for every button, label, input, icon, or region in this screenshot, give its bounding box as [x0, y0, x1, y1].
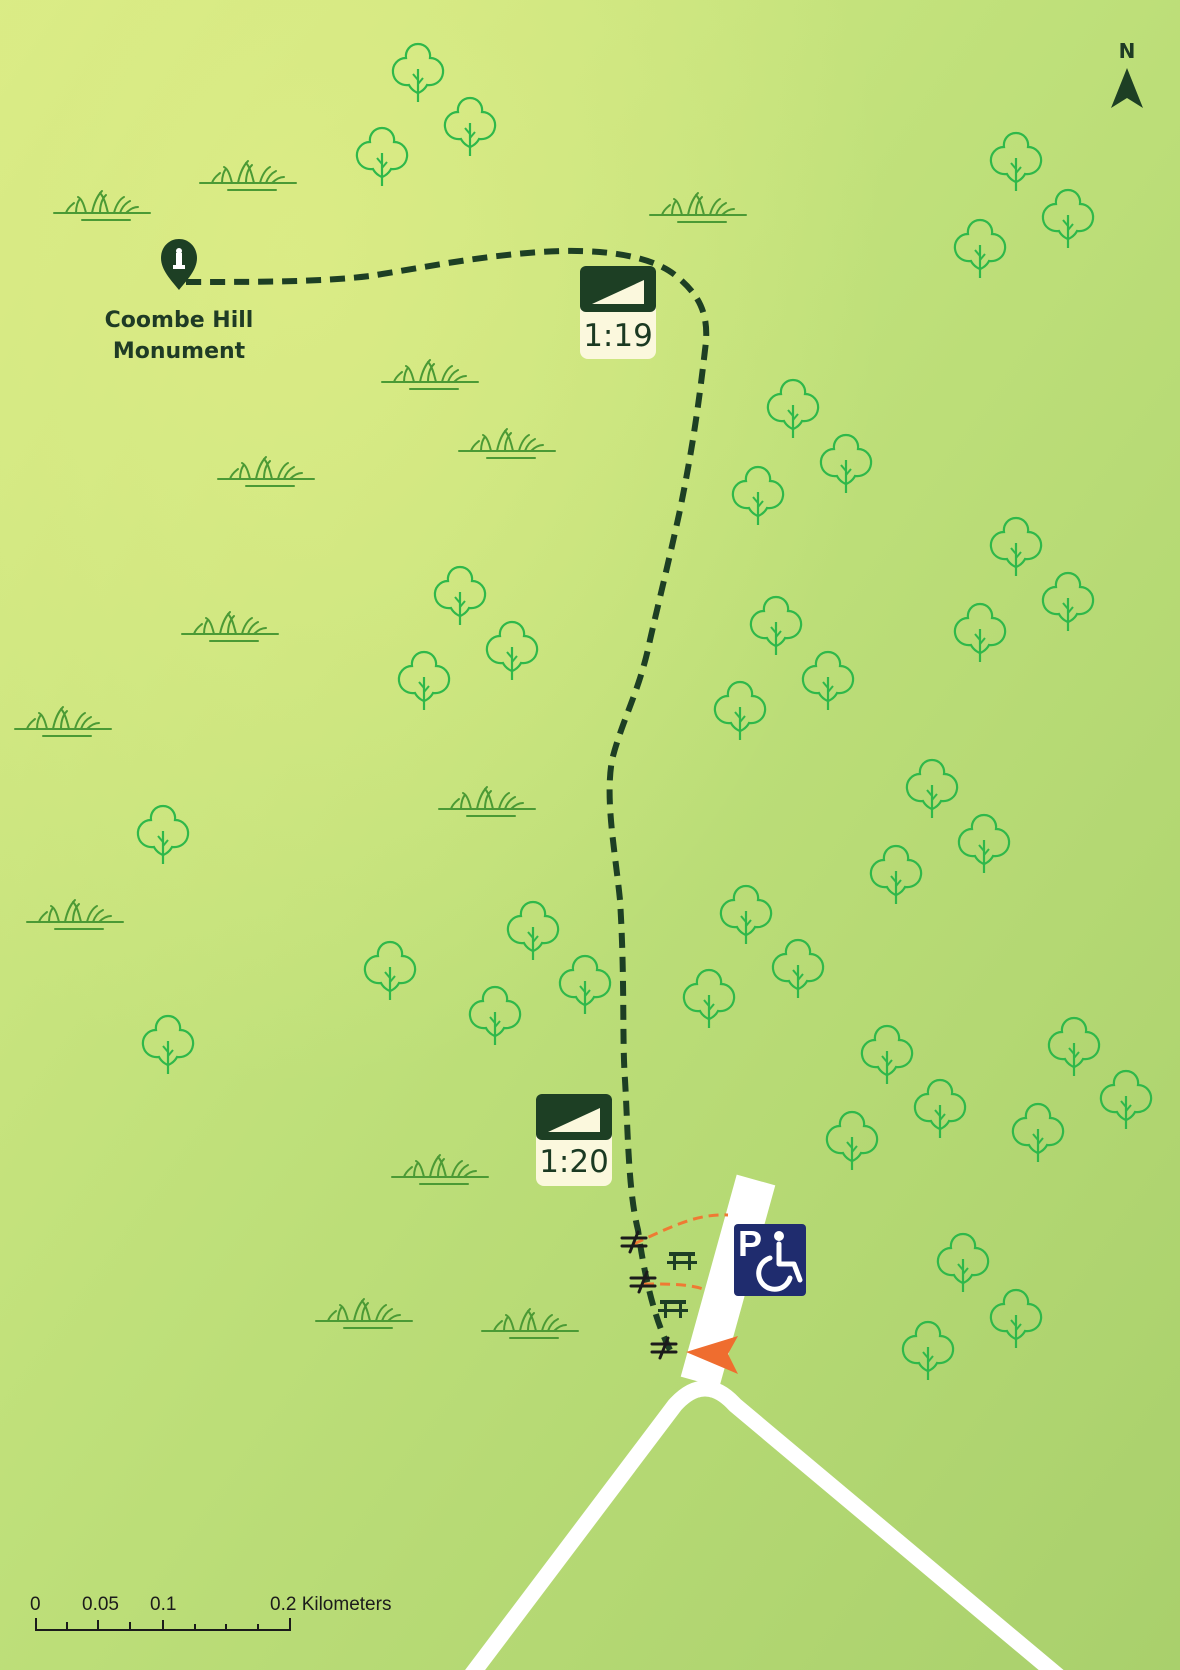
incline-icon — [580, 266, 656, 312]
scale-label-0-2-km: 0.2 Kilometers — [270, 1594, 391, 1615]
incline-icon — [536, 1094, 612, 1140]
accessible-parking-icon: P — [734, 1223, 806, 1296]
trail-path — [185, 247, 710, 1352]
monument-pin-icon — [161, 239, 197, 290]
accessible-paths — [633, 1213, 729, 1292]
poi-label-line1: Coombe Hill — [105, 308, 254, 333]
gradient-sign: 1:20 — [536, 1094, 612, 1186]
start-arrow-icon — [686, 1336, 738, 1374]
scale-label-0-05: 0.05 — [82, 1594, 119, 1615]
gradient-label: 1:20 — [539, 1144, 609, 1180]
scale-bar: 0 0.05 0.1 0.2 Kilometers — [30, 1594, 391, 1631]
gradient-sign: 1:19 — [580, 266, 656, 359]
scale-label-0: 0 — [30, 1594, 41, 1615]
north-label: N — [1119, 39, 1136, 63]
scale-label-0-1: 0.1 — [150, 1594, 176, 1615]
gradient-label: 1:19 — [583, 318, 653, 354]
north-arrow: N — [1111, 39, 1143, 108]
poi-label-line2: Monument — [113, 339, 246, 364]
svg-text:P: P — [738, 1223, 762, 1264]
north-arrow-icon — [1111, 68, 1143, 108]
